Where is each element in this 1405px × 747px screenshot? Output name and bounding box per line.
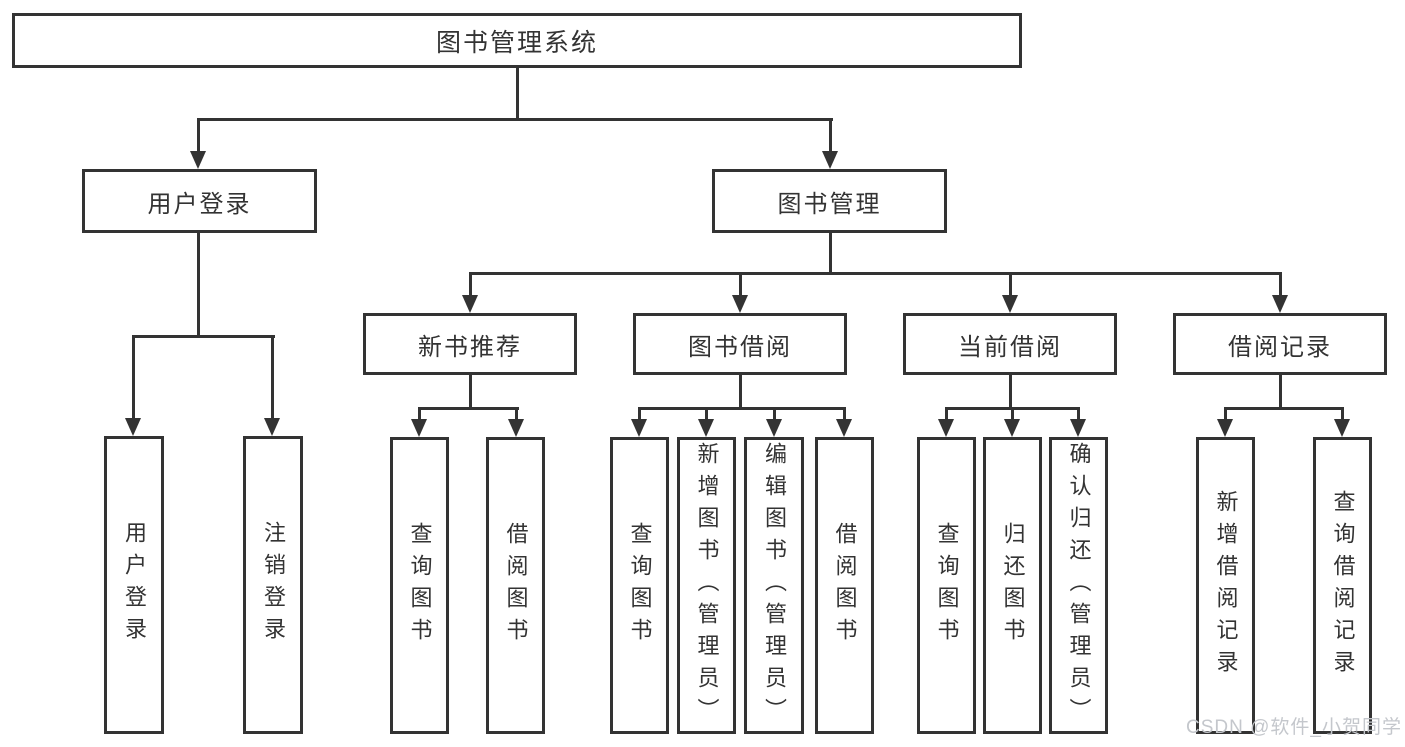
leaf-recommend-borrow-books: 借阅图书 [486,437,545,734]
leaf-records-query-record: 查询借阅记录 [1313,437,1372,734]
connector-user-login-stem [197,231,200,335]
arrow-down-icon [1217,419,1233,437]
arrow-down-icon [938,419,954,437]
leaf-borrow-edit-books-admin: 编辑图书（管理员） [744,437,804,734]
connector-drop-new-book-rec [469,272,472,297]
leaf-records-add-record: 新增借阅记录 [1196,437,1255,734]
arrow-down-icon [822,151,838,169]
leaf-recommend-query-books: 查询图书 [390,437,449,734]
connector-new-book-rec-stem [469,372,472,409]
arrow-down-icon [1070,419,1086,437]
connector-drop-leaf [1224,407,1227,421]
arrow-down-icon [1002,295,1018,313]
leaf-borrow-query-books: 查询图书 [610,437,669,734]
leaf-borrow-add-books-admin: 新增图书（管理员） [677,437,736,734]
arrow-down-icon [190,151,206,169]
node-new-book-recommend: 新书推荐 [363,313,577,375]
connector-new-book-rec-branch [418,407,519,410]
leaf-current-query-books: 查询图书 [917,437,976,734]
connector-drop-leaf [843,407,846,421]
arrow-down-icon [1272,295,1288,313]
connector-drop-book-borrow [739,272,742,297]
leaf-current-return-books: 归还图书 [983,437,1042,734]
connector-drop-borrow-records [1279,272,1282,297]
arrow-down-icon [766,419,782,437]
leaf-borrow-borrow-books: 借阅图书 [815,437,874,734]
connector-book-mgmt-branch [469,272,1282,275]
arrow-down-icon [1334,419,1350,437]
connector-borrow-records-stem [1279,372,1282,409]
arrow-down-icon [836,419,852,437]
connector-user-login-branch [132,335,275,338]
connector-drop-leaf [418,407,421,421]
connector-borrow-records-branch [1224,407,1344,410]
arrow-down-icon [411,419,427,437]
watermark: CSDN @软件_小贺同学 [1186,717,1402,738]
arrow-down-icon [732,295,748,313]
leaf-logout: 注销登录 [243,436,303,734]
arrow-down-icon [631,419,647,437]
connector-drop-leaf-login [132,335,135,420]
connector-current-borrow-stem [1009,372,1012,409]
connector-drop-leaf [773,407,776,421]
node-borrow-records: 借阅记录 [1173,313,1387,375]
connector-book-borrow-stem [739,372,742,409]
arrow-down-icon [462,295,478,313]
connector-drop-leaf [638,407,641,421]
arrow-down-icon [1004,419,1020,437]
connector-drop-leaf [945,407,948,421]
connector-root-branch [197,118,833,121]
connector-drop-leaf [1341,407,1344,421]
connector-drop-leaf [1077,407,1080,421]
arrow-down-icon [698,419,714,437]
connector-book-borrow-branch [638,407,846,410]
arrow-down-icon [125,418,141,436]
connector-drop-leaf-logout [271,335,274,420]
arrow-down-icon [264,418,280,436]
leaf-user-login: 用户登录 [104,436,164,734]
leaf-current-confirm-return-admin: 确认归还（管理员） [1049,437,1108,734]
connector-drop-leaf [1011,407,1014,421]
arrow-down-icon [508,419,524,437]
connector-drop-user-login [197,118,200,154]
connector-drop-leaf [705,407,708,421]
node-root: 图书管理系统 [12,13,1022,68]
node-current-borrow: 当前借阅 [903,313,1117,375]
connector-book-mgmt-stem [829,231,832,274]
node-book-borrow: 图书借阅 [633,313,847,375]
connector-drop-current-borrow [1009,272,1012,297]
connector-drop-leaf [515,407,518,421]
node-user-login: 用户登录 [82,169,317,233]
node-book-management: 图书管理 [712,169,947,233]
connector-root-stem [516,66,519,119]
connector-drop-book-mgmt [829,118,832,154]
